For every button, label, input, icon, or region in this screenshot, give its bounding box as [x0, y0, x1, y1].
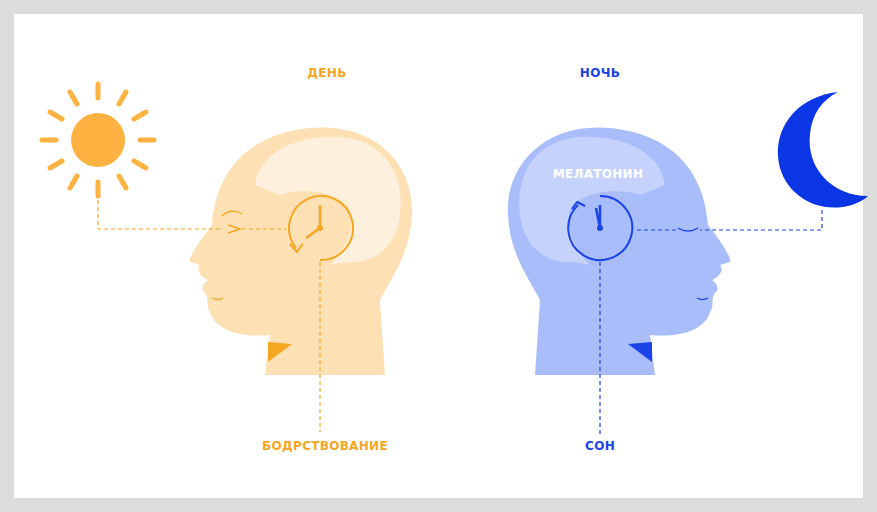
leader-line	[634, 229, 676, 230]
leader-line	[319, 262, 320, 432]
state-label: СОН	[582, 438, 618, 454]
night-head	[508, 127, 730, 375]
leader-line	[599, 262, 600, 434]
clock-icon	[289, 196, 353, 260]
leader-line	[98, 200, 222, 229]
hormone-label: МЕЛАТОНИН	[550, 166, 647, 182]
day-head	[190, 127, 412, 375]
sun-icon	[42, 84, 154, 196]
background-panel	[14, 14, 863, 498]
leader-line	[242, 228, 286, 229]
moon-icon	[778, 92, 868, 208]
day-heading: ДЕНЬ	[304, 65, 349, 81]
clock-icon	[568, 196, 632, 260]
state-label: БОДРСТВОВАНИЕ	[259, 438, 391, 454]
leader-line	[700, 210, 822, 230]
night-heading: НОЧЬ	[577, 65, 623, 81]
